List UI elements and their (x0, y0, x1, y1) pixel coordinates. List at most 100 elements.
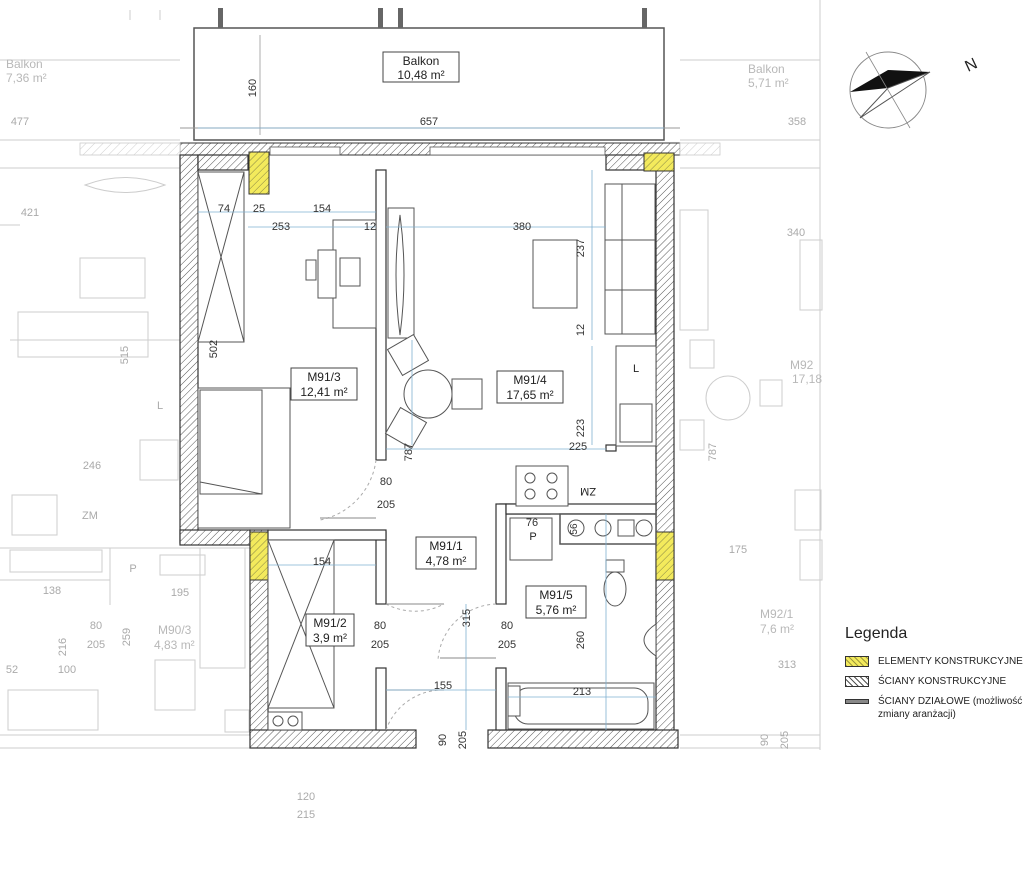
room-area: 17,65 m² (506, 388, 553, 402)
dim-label: 205 (377, 499, 395, 511)
dim-label: 313 (778, 659, 796, 671)
room-name: Balkon (403, 54, 440, 68)
neighbor-name: Balkon (6, 57, 43, 71)
dim-label: 225 (569, 441, 587, 453)
room-label-garderoba: M91/2 3,9 m² (305, 613, 355, 647)
dim-label: 787 (707, 443, 719, 461)
north-label: N (963, 55, 981, 75)
room-label-pokoj: M91/3 12,41 m² (290, 367, 358, 401)
dim-label: 80 (380, 476, 392, 488)
neighbor-labels: Balkon 7,36 m² Balkon 5,71 m² M92 17,18 … (6, 57, 822, 652)
gas-meter-symbol: ZM (82, 510, 98, 522)
facade-wall (79, 142, 721, 156)
room-area: 3,9 m² (313, 631, 347, 645)
dim-label: 260 (575, 631, 587, 649)
dim-label: 787 (403, 443, 415, 461)
room-name: M91/4 (513, 373, 547, 387)
room-label-lazienka: M91/5 5,76 m² (525, 585, 587, 619)
dim-label: 138 (43, 585, 61, 597)
dim-label: 340 (787, 227, 805, 239)
dim-label: 90 (759, 734, 771, 746)
neighbor-area: 7,6 m² (760, 622, 794, 636)
dim-label: 205 (87, 639, 105, 651)
neighbor-area: 17,18 (792, 372, 822, 386)
washer-symbol: P (529, 531, 536, 543)
fridge-symbol: L (157, 400, 163, 412)
structural-elements (248, 151, 675, 581)
structural-wall-swatch (845, 676, 869, 687)
dim-label: 175 (729, 544, 747, 556)
dim-label: 12 (575, 324, 587, 336)
neighbor-area: 7,36 m² (6, 71, 47, 85)
dim-label: 195 (171, 587, 189, 599)
dim-label: 502 (208, 340, 220, 358)
dim-label: 74 (218, 203, 230, 215)
dim-label: 154 (313, 556, 331, 568)
dim-label: 12 (364, 221, 376, 233)
room-name: M91/3 (307, 370, 341, 384)
legend-label: ELEMENTY KONSTRUKCYJNE (878, 656, 1023, 667)
room-label-balkon: Balkon 10,48 m² (382, 51, 460, 83)
washer-symbol: P (129, 563, 136, 575)
dim-label: 90 (437, 734, 449, 746)
legend-label: ŚCIANY DZIAŁOWE (możliwość zmiany aranża… (878, 696, 1023, 720)
dim-label: 205 (779, 731, 791, 749)
dim-label: 223 (575, 419, 587, 437)
neighbor-plan-right (679, 0, 823, 750)
room-name: M91/1 (429, 539, 463, 553)
dim-label: 80 (374, 620, 386, 632)
room-area: 10,48 m² (397, 68, 444, 82)
room-label-korytarz: M91/1 4,78 m² (415, 536, 477, 570)
dim-label: 80 (501, 620, 513, 632)
dim-label: 155 (434, 680, 452, 692)
legend-label: ŚCIANY KONSTRUKCYJNE (878, 676, 1007, 687)
room-area: 12,41 m² (300, 385, 347, 399)
neighbor-name: Balkon (748, 62, 785, 76)
legend-item-structural-walls: ŚCIANY KONSTRUKCYJNE (845, 675, 1024, 688)
dim-label: 657 (420, 116, 438, 128)
dim-label: 315 (461, 609, 473, 627)
dim-label: 259 (121, 628, 133, 646)
room-area: 5,76 m² (536, 603, 577, 617)
structural-element-swatch (845, 656, 869, 667)
dim-label: 421 (21, 207, 39, 219)
neighbor-plan-left (0, 10, 250, 749)
neighbor-area: 4,83 m² (154, 638, 195, 652)
dim-label: 215 (297, 809, 315, 821)
room-name: M91/2 (313, 616, 347, 630)
bedroom-furniture (197, 171, 377, 529)
neighbor-name: M92 (790, 358, 814, 372)
dim-label: 76 (526, 517, 538, 529)
dim-label: 246 (83, 460, 101, 472)
compass-icon: N (849, 51, 981, 129)
bathroom-fixtures (507, 513, 657, 730)
dim-label: 477 (11, 116, 29, 128)
legend-item-structural-elements: ELEMENTY KONSTRUKCYJNE (845, 655, 1024, 668)
dim-label: 52 (6, 664, 18, 676)
dim-label: 80 (90, 620, 102, 632)
living-room-furniture (384, 183, 657, 507)
dim-label: 205 (371, 639, 389, 651)
room-area: 4,78 m² (426, 554, 467, 568)
dim-label: 237 (575, 239, 587, 257)
dim-label: 205 (498, 639, 516, 651)
dim-label: 216 (57, 638, 69, 656)
dimension-labels: 160 657 477 358 74 25 154 253 12 380 237… (6, 79, 806, 821)
room-label-salon: M91/4 17,65 m² (496, 370, 564, 404)
neighbor-name: M90/3 (158, 623, 192, 637)
gas-meter-symbol: ZM (580, 485, 596, 497)
dim-label: 253 (272, 221, 290, 233)
dim-label: 515 (119, 346, 131, 364)
dim-label: 56 (569, 523, 580, 535)
dim-label: 154 (313, 203, 331, 215)
dim-label: 160 (247, 79, 259, 97)
room-name: M91/5 (539, 588, 573, 602)
dim-label: 213 (573, 686, 591, 698)
neighbor-name: M92/1 (760, 607, 794, 621)
fixture-symbols: ZM ZM P P L L (82, 363, 639, 575)
dim-label: 358 (788, 116, 806, 128)
partition-wall-swatch (845, 699, 869, 704)
dimension-lines (198, 127, 664, 730)
